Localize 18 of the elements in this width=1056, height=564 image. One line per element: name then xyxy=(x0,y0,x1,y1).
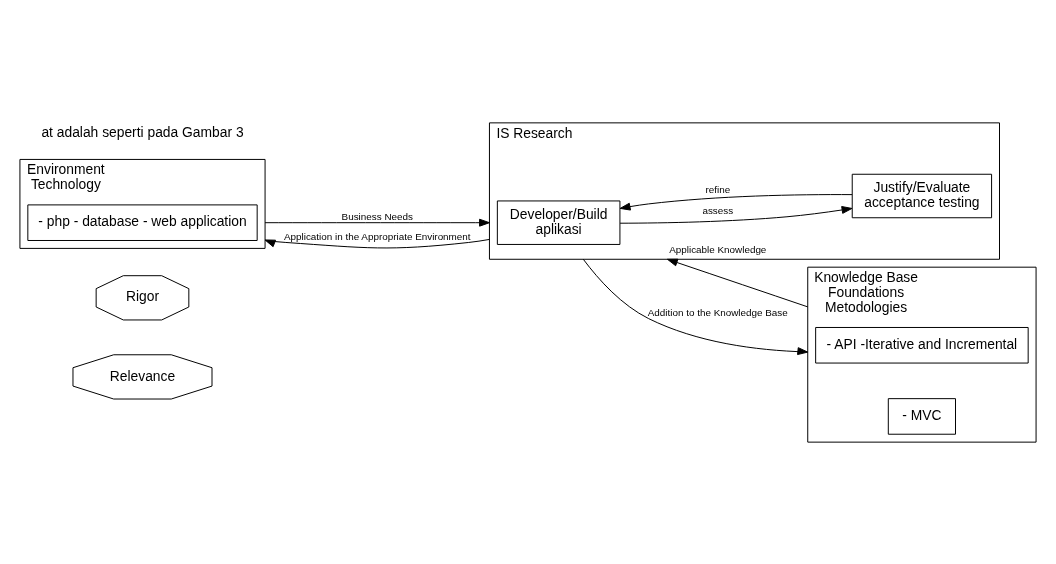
arrow xyxy=(666,258,809,307)
label: at adalah seperti pada Gambar 3 xyxy=(41,123,244,140)
arrow xyxy=(619,193,853,211)
edge-label: refine xyxy=(705,183,731,195)
node-box: Developer/Build aplikasi xyxy=(496,199,621,245)
node-box: - MVC xyxy=(887,397,956,435)
arrow xyxy=(264,238,490,248)
edge-label: Addition to the Knowledge Base xyxy=(647,306,788,318)
edge-label: assess xyxy=(702,204,734,216)
node-box: Justify/Evaluate acceptance testing xyxy=(851,173,993,218)
arrow xyxy=(582,258,809,355)
edge-label: Business Needs xyxy=(341,210,413,222)
node-box: - API -Iterative and Incremental xyxy=(815,326,1029,364)
edge-label: Applicable Knowledge xyxy=(669,243,767,255)
edge-label: Application in the Appropriate Environment xyxy=(283,230,471,241)
arrow xyxy=(264,218,490,227)
arrow xyxy=(619,205,853,224)
node-box: - php - database - web application xyxy=(27,203,258,241)
